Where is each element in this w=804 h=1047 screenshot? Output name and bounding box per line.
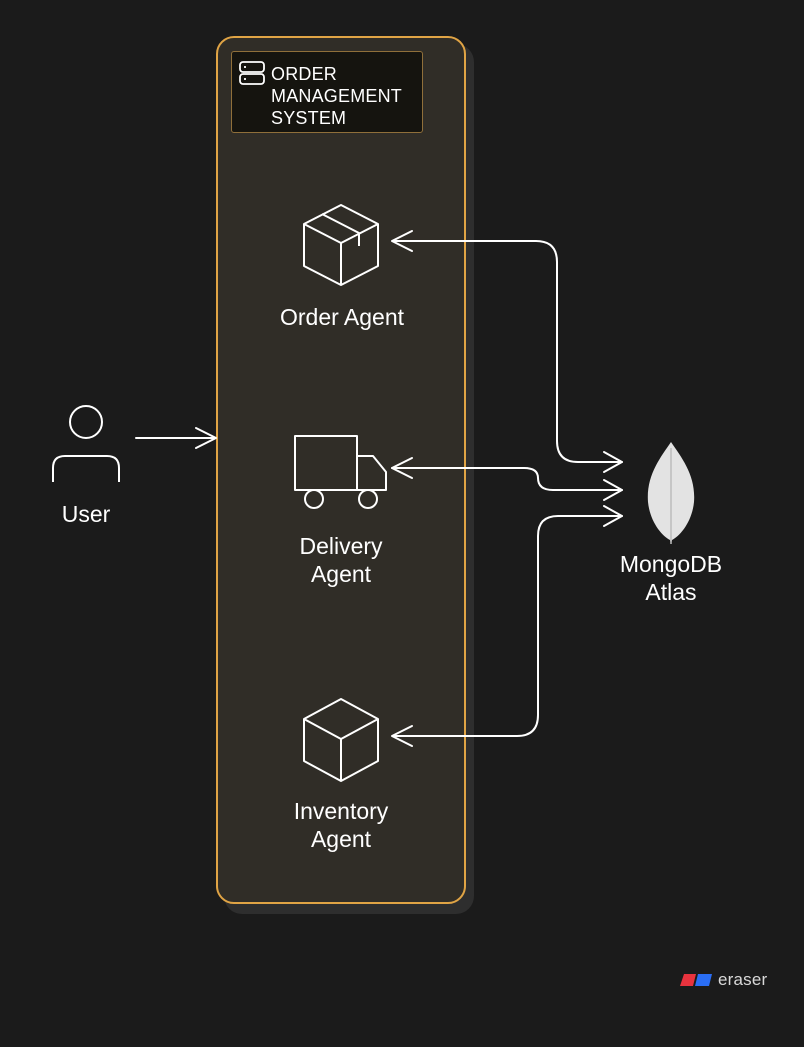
edge-endpoint-markers xyxy=(603,451,623,527)
edge-mongodb-to-delivery-agent xyxy=(391,457,623,491)
mongodb-atlas-label: MongoDB Atlas xyxy=(619,551,723,605)
eraser-brand: eraser xyxy=(680,970,767,990)
delivery-agent-label: Delivery Agent xyxy=(299,533,383,587)
edge-user-to-system xyxy=(135,427,217,449)
eraser-brand-text: eraser xyxy=(718,970,768,989)
system-header: ORDER MANAGEMENT SYSTEM xyxy=(231,51,423,133)
package-icon xyxy=(303,204,379,286)
truck-icon xyxy=(294,435,387,509)
edge-mongodb-to-inventory-agent xyxy=(391,515,623,747)
eraser-logo-icon xyxy=(680,974,712,986)
edge-mongodb-to-order-agent xyxy=(391,230,623,463)
mongodb-leaf-icon xyxy=(647,442,695,544)
inventory-agent-label: Inventory Agent xyxy=(293,798,389,852)
cube-icon xyxy=(303,698,379,782)
user-label: User xyxy=(61,501,111,527)
order-agent-label: Order Agent xyxy=(279,304,405,330)
system-title: ORDER MANAGEMENT SYSTEM xyxy=(271,64,403,128)
user-icon xyxy=(52,405,120,482)
server-icon xyxy=(239,61,265,85)
